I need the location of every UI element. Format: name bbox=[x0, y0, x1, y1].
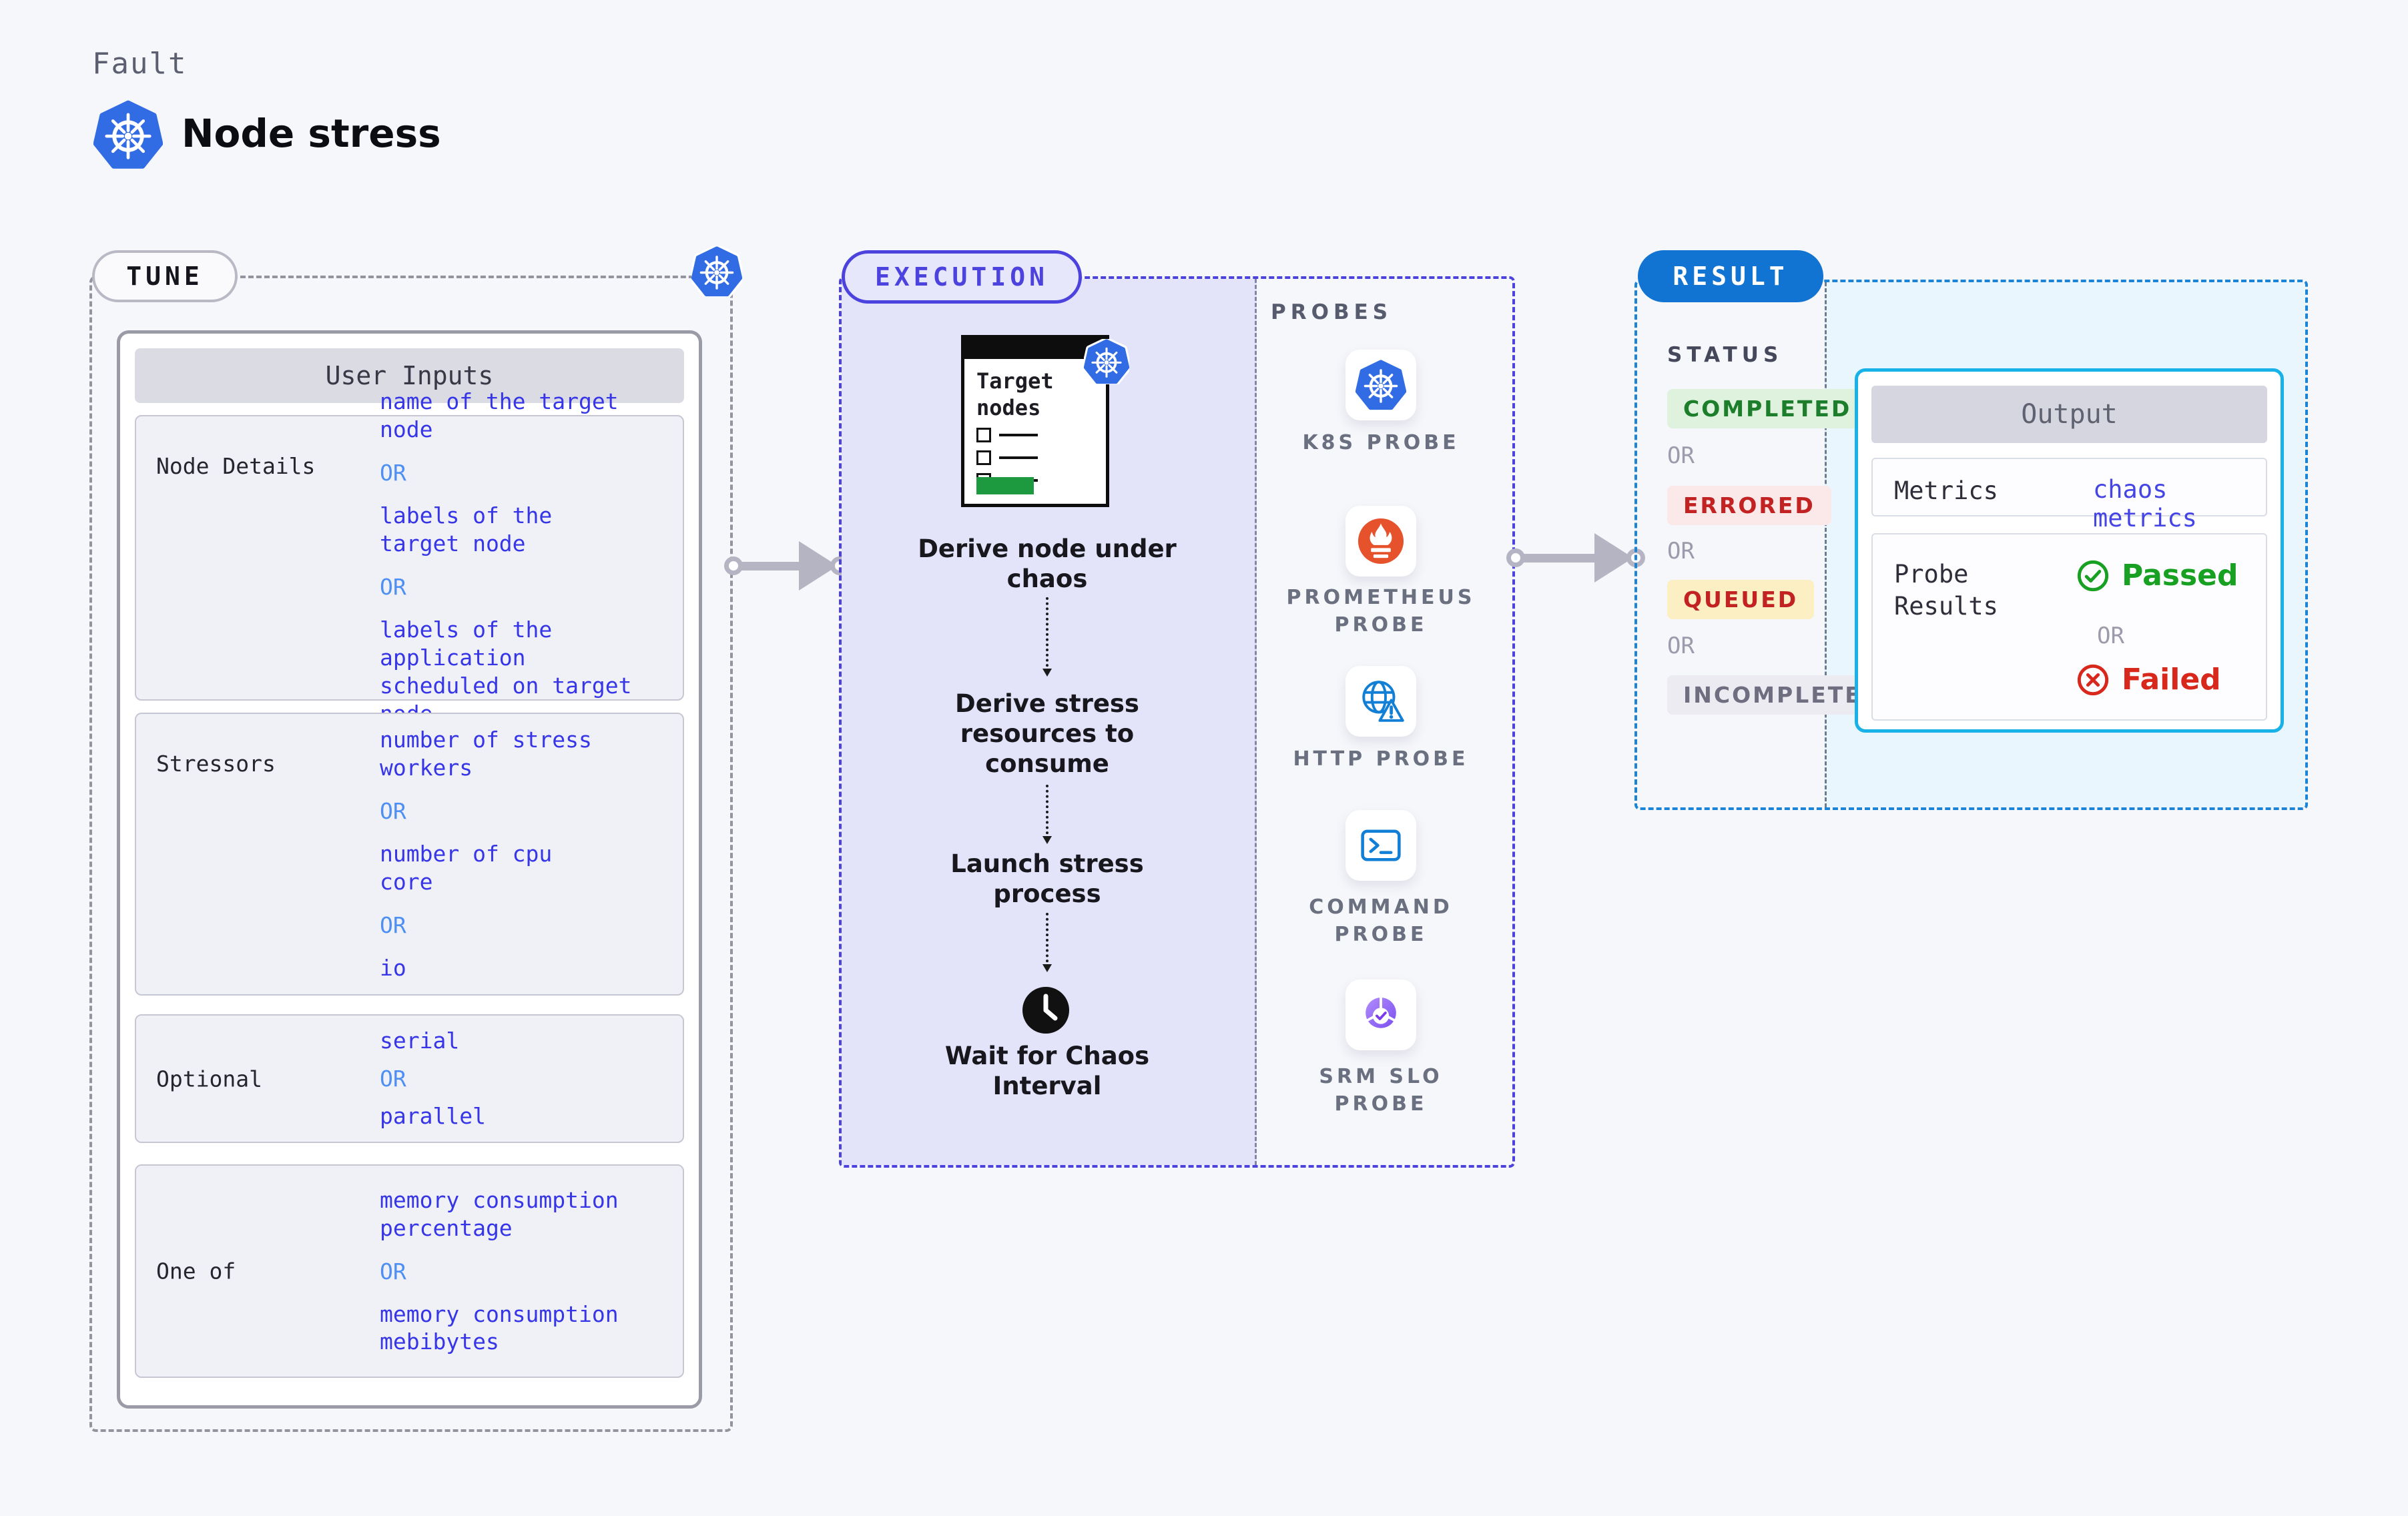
probe-card-http bbox=[1345, 666, 1416, 737]
result-badge: RESULT bbox=[1638, 250, 1823, 302]
metrics-row: Metrics chaos metrics bbox=[1871, 458, 2267, 532]
kubernetes-icon bbox=[691, 246, 742, 297]
table-row-node-details: Node Details name of the target node OR … bbox=[135, 388, 684, 727]
flow-arrow bbox=[1042, 597, 1052, 677]
output-card: Output Metrics chaos metrics Probe Resul… bbox=[1855, 368, 2284, 733]
tune-badge: TUNE bbox=[92, 250, 238, 302]
step-derive-node: Derive node under chaos bbox=[918, 534, 1177, 594]
flow-arrow bbox=[1042, 785, 1052, 844]
or-separator: OR bbox=[380, 1066, 406, 1092]
probe-results-label: Probe Results bbox=[1894, 560, 1998, 621]
or-separator: OR bbox=[380, 460, 406, 486]
or-separator: OR bbox=[380, 911, 406, 938]
check-circle-icon bbox=[2077, 560, 2109, 591]
kubernetes-icon bbox=[1356, 360, 1406, 410]
terminal-icon bbox=[1361, 829, 1401, 861]
probe-card-k8s bbox=[1345, 350, 1416, 420]
passed-label: Passed bbox=[2122, 558, 2238, 593]
probe-card-command bbox=[1345, 810, 1416, 881]
row-label: One of bbox=[156, 1258, 236, 1284]
or-separator: OR bbox=[1667, 538, 1695, 564]
progress-bar bbox=[976, 477, 1034, 494]
status-title: STATUS bbox=[1667, 343, 1783, 367]
step-launch-stress: Launch stress process bbox=[950, 849, 1144, 909]
kubernetes-icon bbox=[93, 100, 163, 169]
metrics-label: Metrics bbox=[1894, 476, 1998, 505]
passed-result: Passed bbox=[2076, 558, 2238, 593]
step-wait-interval: Wait for Chaos Interval bbox=[944, 1042, 1150, 1101]
probes-title: PROBES bbox=[1271, 300, 1393, 324]
or-separator: OR bbox=[1667, 633, 1695, 659]
row-value: labels of the target node bbox=[380, 502, 553, 557]
user-inputs-card: User Inputs Node Details name of the tar… bbox=[117, 330, 702, 1409]
http-globe-icon bbox=[1362, 681, 1404, 722]
execution-badge: EXECUTION bbox=[842, 250, 1082, 304]
flow-arrow bbox=[1042, 913, 1052, 972]
row-value: labels of the application scheduled on t… bbox=[380, 617, 632, 727]
row-label: Optional bbox=[156, 1066, 262, 1092]
table-row-one-of: One of memory consumption percentage OR … bbox=[135, 1164, 684, 1378]
row-value: number of stress workers bbox=[380, 727, 592, 781]
fault-eyebrow: Fault bbox=[92, 47, 188, 81]
page-title: Node stress bbox=[182, 111, 441, 156]
row-label: Stressors bbox=[156, 751, 276, 777]
x-circle-icon bbox=[2077, 664, 2109, 695]
table-row-stressors: Stressors number of stress workers OR nu… bbox=[135, 713, 684, 996]
or-separator: OR bbox=[2097, 623, 2124, 649]
row-value: memory consumption percentage bbox=[380, 1186, 619, 1241]
row-value: name of the target node bbox=[380, 388, 619, 443]
or-separator: OR bbox=[380, 798, 406, 825]
kubernetes-icon bbox=[1084, 339, 1129, 384]
row-value: parallel bbox=[380, 1103, 486, 1129]
probe-label: COMMAND PROBE bbox=[1309, 895, 1453, 946]
slo-pie-icon bbox=[1366, 996, 1396, 1028]
clock-icon bbox=[1022, 987, 1069, 1034]
output-header: Output bbox=[1871, 386, 2267, 443]
probes-to-result-arrow bbox=[1506, 528, 1646, 589]
row-value: number of cpu core bbox=[380, 841, 553, 895]
tune-section-box bbox=[89, 276, 733, 1432]
row-label: Node Details bbox=[156, 453, 316, 479]
step-derive-stress: Derive stress resources to consume bbox=[955, 689, 1139, 779]
user-inputs-header: User Inputs bbox=[135, 348, 684, 403]
status-badge-completed: COMPLETED bbox=[1667, 389, 1868, 428]
probe-card-srm-slo bbox=[1345, 980, 1416, 1050]
status-badge-queued: QUEUED bbox=[1667, 580, 1815, 619]
or-separator: OR bbox=[1667, 442, 1695, 469]
probe-results-row: Probe Results Passed OR Failed bbox=[1871, 533, 2267, 721]
probe-label: PROMETHEUS PROBE bbox=[1286, 586, 1476, 637]
failed-result: Failed bbox=[2076, 663, 2221, 697]
prometheus-icon bbox=[1358, 518, 1404, 564]
row-value: serial bbox=[380, 1028, 460, 1054]
status-badge-errored: ERRORED bbox=[1667, 486, 1831, 525]
probe-label: K8S PROBE bbox=[1302, 431, 1460, 454]
metrics-value: chaos metrics bbox=[2093, 475, 2197, 532]
or-separator: OR bbox=[380, 574, 406, 600]
failed-label: Failed bbox=[2122, 663, 2221, 697]
target-nodes-title: Target nodes bbox=[976, 368, 1054, 420]
probe-label: SRM SLO PROBE bbox=[1319, 1065, 1443, 1116]
or-separator: OR bbox=[380, 1258, 406, 1284]
probe-label: HTTP PROBE bbox=[1293, 747, 1469, 771]
probe-card-prometheus bbox=[1345, 506, 1416, 577]
table-row-optional: Optional serial OR parallel bbox=[135, 1014, 684, 1143]
row-value: memory consumption mebibytes bbox=[380, 1300, 619, 1355]
row-value: io bbox=[380, 954, 406, 981]
